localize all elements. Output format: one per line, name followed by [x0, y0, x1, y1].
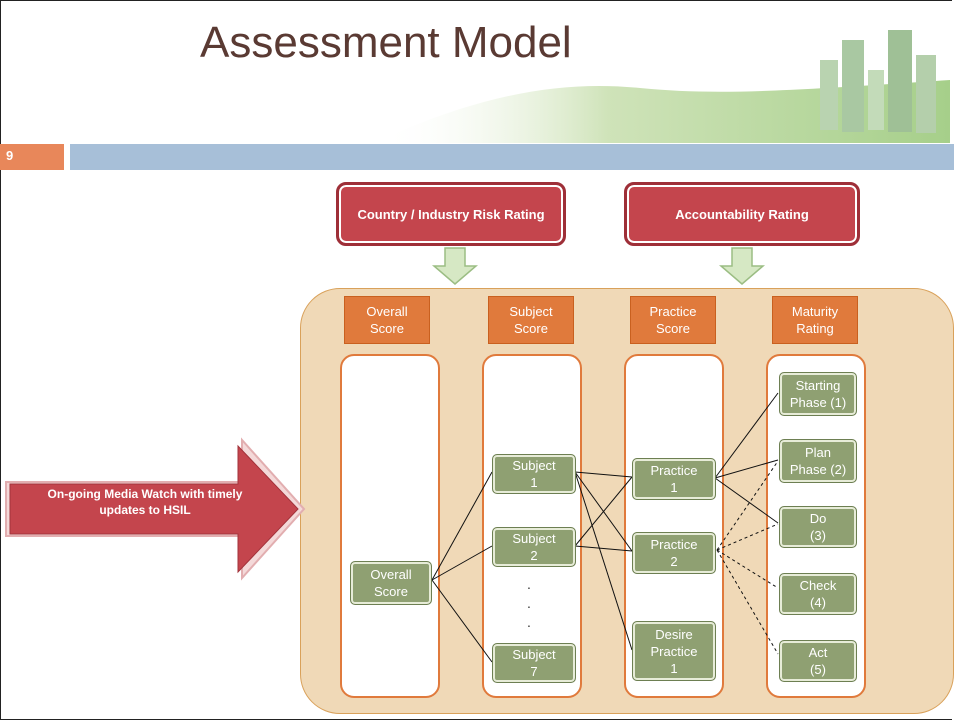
ellipsis-dots: . . . .	[527, 576, 531, 649]
column-subject	[482, 354, 582, 698]
connector-line	[431, 471, 493, 581]
node-subject-1: Subject 1	[492, 454, 576, 494]
node-plan-phase: Plan Phase (2)	[779, 439, 857, 483]
accountability-rating-box: Accountability Rating	[624, 182, 860, 246]
column-overall	[340, 354, 440, 698]
media-watch-label: On-going Media Watch with timely updates…	[47, 487, 243, 517]
node-starting-phase: Starting Phase (1)	[779, 372, 857, 416]
node-check: Check (4)	[779, 573, 857, 615]
slide-number-bar: 9	[0, 144, 64, 170]
country-risk-rating-label: Country / Industry Risk Rating	[357, 206, 545, 222]
node-subject-7-label: Subject 7	[512, 647, 556, 679]
node-do: Do (3)	[779, 506, 857, 548]
right-arrow-icon	[9, 444, 299, 574]
connector-line	[714, 477, 779, 524]
country-risk-rating-box: Country / Industry Risk Rating	[336, 182, 566, 246]
node-subject-2: Subject 2	[492, 527, 576, 567]
column-header-overall-label: Overall Score	[366, 304, 408, 336]
node-desire-practice-1: Desire Practice 1	[632, 621, 716, 681]
connector-line	[714, 392, 779, 479]
connector-line	[574, 476, 633, 547]
column-header-maturity: Maturity Rating	[772, 296, 858, 344]
node-practice-1-label: Practice 1	[650, 463, 698, 495]
node-subject-7: Subject 7	[492, 643, 576, 683]
connector-line	[431, 545, 493, 581]
node-practice-1: Practice 1	[632, 458, 716, 500]
node-practice-2-label: Practice 2	[650, 537, 698, 569]
down-arrow-icon	[431, 247, 479, 285]
column-header-subject-label: Subject Score	[509, 304, 553, 336]
connector-line	[431, 579, 493, 663]
connector-line	[714, 459, 779, 479]
connector-line	[574, 471, 633, 478]
node-starting-phase-label: Starting Phase (1)	[789, 378, 847, 410]
connector-line	[574, 545, 633, 552]
node-practice-2: Practice 2	[632, 532, 716, 574]
header-bar	[70, 144, 954, 170]
column-header-practice: Practice Score	[630, 296, 716, 344]
column-header-subject: Subject Score	[488, 296, 574, 344]
node-check-label: Check (4)	[799, 578, 837, 610]
node-subject-1-label: Subject 1	[512, 458, 556, 490]
node-do-label: Do (3)	[809, 511, 827, 543]
down-arrow-icon	[718, 247, 766, 285]
node-overall-score: Overall Score	[350, 561, 432, 605]
node-desire-practice-1-label: Desire Practice 1	[650, 626, 698, 676]
node-overall-score-label: Overall Score	[370, 567, 412, 599]
accountability-rating-label: Accountability Rating	[675, 206, 809, 222]
connector-line	[574, 471, 633, 651]
node-act-label: Act (5)	[808, 645, 828, 677]
column-header-overall: Overall Score	[344, 296, 430, 344]
column-header-maturity-label: Maturity Rating	[791, 304, 839, 336]
node-subject-2-label: Subject 2	[512, 531, 556, 563]
slide-number: 9	[6, 148, 14, 163]
column-header-practice-label: Practice Score	[649, 304, 697, 336]
dashed-connector-line	[716, 549, 779, 655]
node-plan-phase-label: Plan Phase (2)	[789, 445, 847, 477]
dashed-connector-line	[716, 523, 779, 551]
node-act: Act (5)	[779, 640, 857, 682]
slide-title: Assessment Model	[200, 18, 572, 67]
